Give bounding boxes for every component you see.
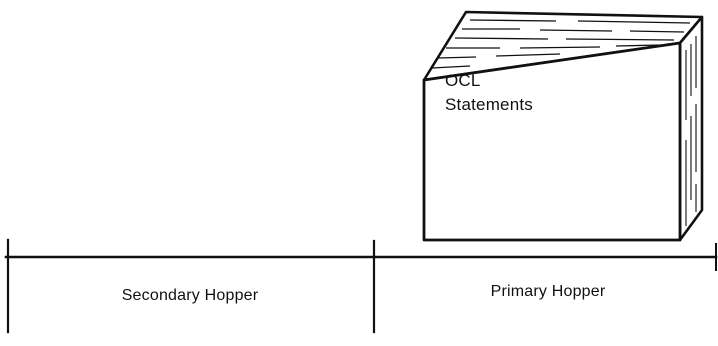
card-deck-front-face	[422, 41, 682, 242]
hopper-frame	[4, 238, 718, 334]
card-deck-side-hatching	[685, 36, 697, 226]
card-deck-top-hatching	[431, 19, 691, 69]
card-deck	[422, 10, 704, 242]
secondary-hopper-label: Secondary Hopper	[121, 287, 259, 304]
card-deck-label-line1: OCL	[445, 71, 481, 90]
primary-hopper-label: Primary Hopper	[490, 283, 606, 300]
card-deck-label-line2: Statements	[445, 95, 533, 114]
